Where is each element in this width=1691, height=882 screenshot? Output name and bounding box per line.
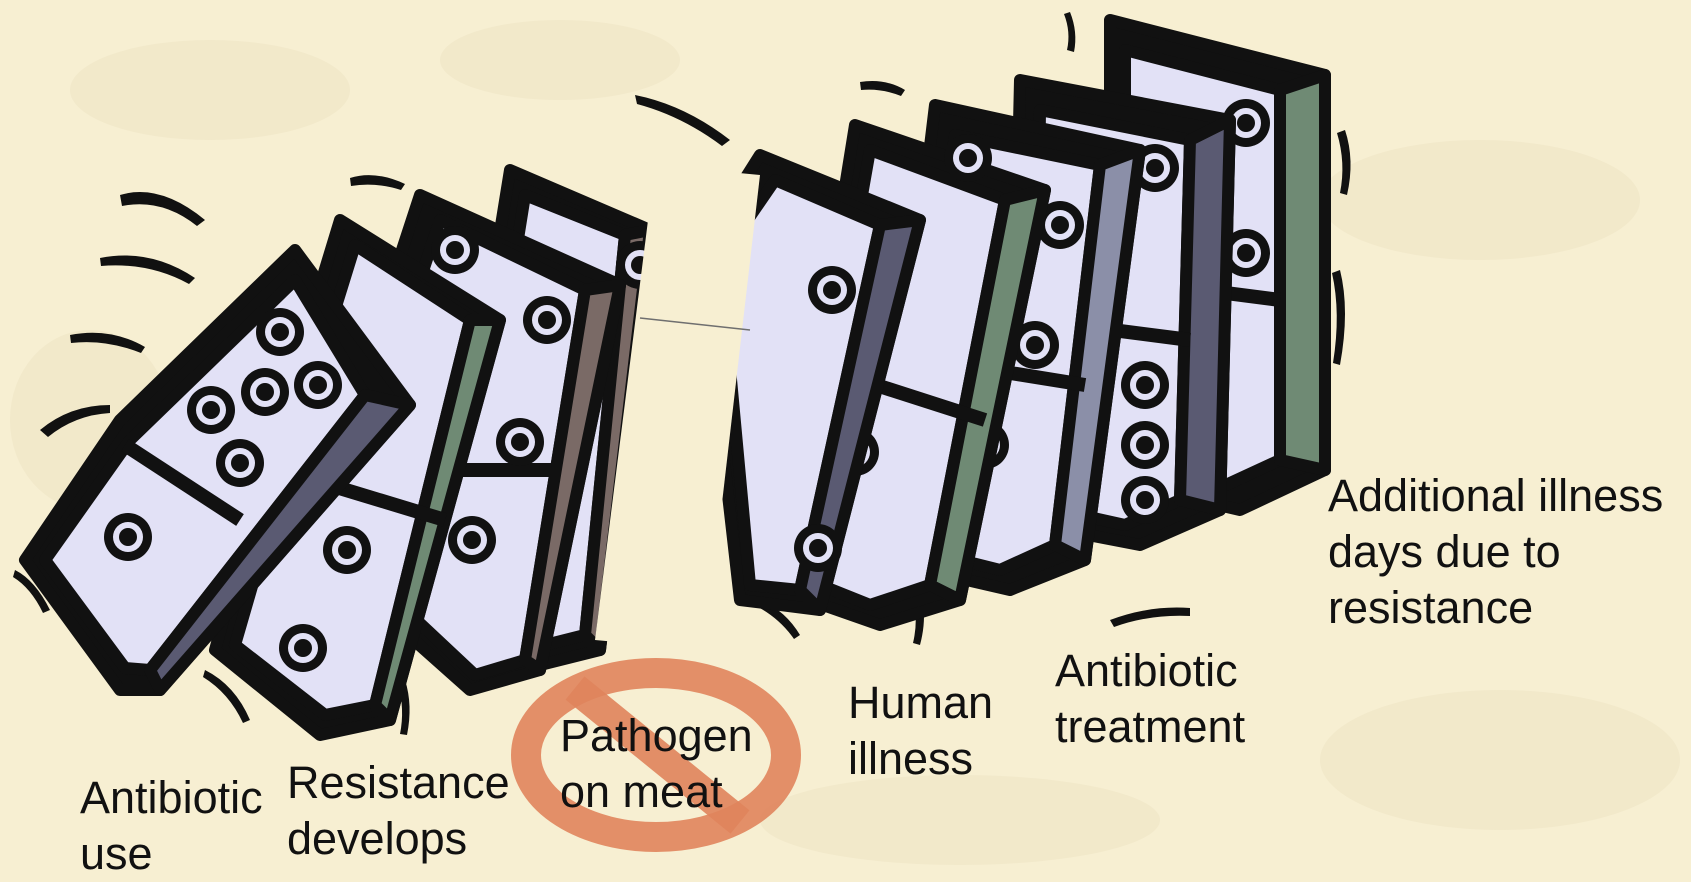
label-human-illness: Human illness [848,675,993,787]
label-antibiotic-use: Antibiotic use [80,770,263,882]
label-pathogen-on-meat: Pathogen on meat [560,708,753,820]
label-additional-illness-days: Additional illness days due to resistanc… [1328,468,1663,636]
label-antibiotic-treatment: Antibiotic treatment [1055,643,1245,755]
label-resistance-develops: Resistance develops [287,755,510,867]
